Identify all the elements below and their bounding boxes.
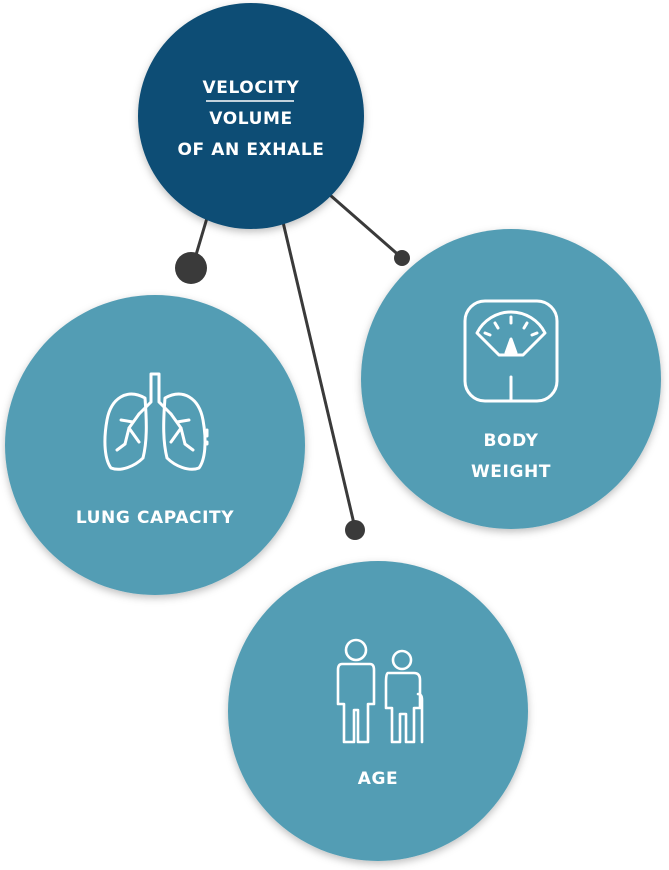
- connector-dot-age: [345, 520, 365, 540]
- people-icon: [336, 638, 424, 744]
- age-label: AGE: [358, 769, 399, 789]
- age-circle: [228, 561, 528, 861]
- lung-circle: [5, 295, 305, 595]
- body-weight-label-1: BODY: [484, 431, 539, 451]
- hub-label-line-3: OF AN EXHALE: [177, 140, 324, 160]
- lungs-icon: [103, 372, 209, 471]
- node-lung-capacity: LUNG CAPACITY: [5, 295, 305, 595]
- scale-icon: [463, 299, 559, 403]
- hub-circle: [138, 3, 364, 229]
- hub-node: VELOCITY VOLUME OF AN EXHALE: [138, 3, 364, 229]
- connector-to-age: [281, 221, 357, 529]
- body-weight-label-2: WEIGHT: [471, 462, 551, 482]
- connector-dot-lung: [175, 252, 207, 284]
- connector-dot-weight: [394, 250, 410, 266]
- hub-label-line-2: VOLUME: [209, 109, 292, 129]
- lung-capacity-label: LUNG CAPACITY: [76, 508, 234, 528]
- node-body-weight: BODY WEIGHT: [361, 229, 661, 529]
- hub-label-line-1: VELOCITY: [203, 78, 300, 98]
- node-age: AGE: [228, 561, 528, 861]
- connector-to-weight: [329, 193, 403, 260]
